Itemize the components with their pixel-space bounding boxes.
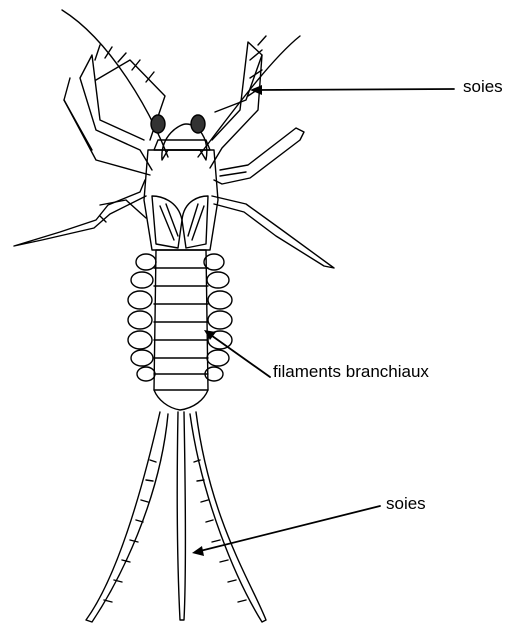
pointer-mid (208, 333, 270, 377)
tail-filaments (86, 412, 266, 622)
midleg-right (214, 128, 304, 184)
gill-plates-right (204, 254, 232, 381)
eye-left (151, 115, 165, 133)
hindleg-left (100, 200, 146, 218)
hindleg-right (212, 196, 334, 268)
label-setae-top: soies (463, 77, 503, 97)
pointer-lines (196, 89, 454, 552)
pointer-bot (196, 506, 380, 552)
gill-plates-left (128, 254, 156, 381)
label-gill-filaments: filaments branchiaux (273, 362, 429, 382)
eye-right (191, 115, 205, 133)
arrowhead-bot (192, 546, 204, 556)
wing-pad-right (182, 196, 208, 248)
pointer-top (254, 89, 454, 90)
foreleg-right (210, 36, 266, 168)
foreleg-left (64, 45, 165, 175)
abdomen (154, 250, 208, 410)
midleg-left (14, 180, 146, 246)
label-setae-tail: soies (386, 494, 426, 514)
